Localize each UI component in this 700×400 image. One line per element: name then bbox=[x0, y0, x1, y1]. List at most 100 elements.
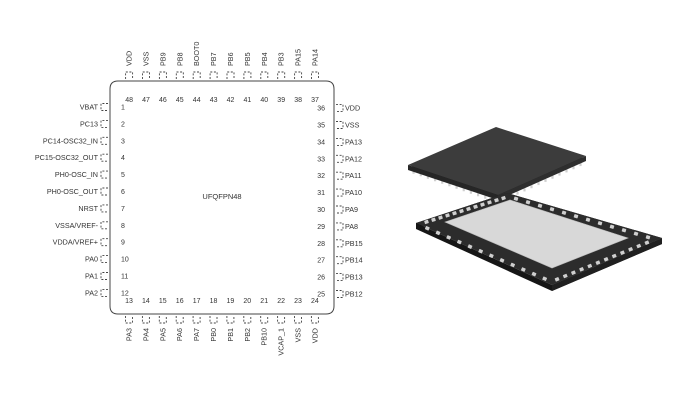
package-pad bbox=[571, 270, 576, 275]
package-bottom-view bbox=[416, 193, 662, 291]
pin-number: 9 bbox=[121, 240, 125, 247]
pin-number: 26 bbox=[317, 275, 325, 282]
package-pad bbox=[561, 210, 567, 215]
pin-pad bbox=[336, 290, 344, 298]
package-pad bbox=[501, 195, 506, 201]
pin-number: 22 bbox=[277, 298, 285, 305]
chip-body-outline bbox=[109, 80, 335, 315]
package-pad bbox=[438, 215, 443, 220]
package-top-edge-right bbox=[498, 156, 586, 200]
pin-right: PA13 34 bbox=[317, 137, 362, 146]
package-pad bbox=[620, 250, 625, 255]
pin-number: 5 bbox=[121, 172, 125, 179]
pin-pad bbox=[336, 256, 344, 265]
pin-number: 34 bbox=[317, 139, 325, 146]
pin-number: 24 bbox=[311, 298, 319, 305]
pin-pad bbox=[336, 154, 344, 163]
pin-label: PA12 bbox=[345, 154, 362, 163]
pin-number: 28 bbox=[317, 241, 325, 248]
pin-pad bbox=[192, 316, 201, 324]
pin-pad bbox=[336, 137, 344, 146]
pin-pad bbox=[294, 71, 303, 79]
pin-number: 8 bbox=[121, 223, 125, 230]
package-pad bbox=[456, 239, 462, 245]
package-pad bbox=[645, 235, 651, 240]
pin-label: VSSA/VREF- bbox=[55, 221, 98, 230]
pin-pad bbox=[294, 316, 302, 324]
package-lead bbox=[484, 195, 487, 199]
pin-pad bbox=[336, 239, 344, 248]
pin-label: PA8 bbox=[345, 222, 358, 231]
package-lead bbox=[476, 193, 480, 197]
pin-pad bbox=[336, 171, 344, 180]
pin-pad bbox=[336, 222, 344, 231]
package-pad bbox=[562, 273, 568, 279]
package-lead bbox=[433, 178, 437, 182]
pin-number: 13 bbox=[125, 298, 133, 305]
pin-label: PA13 bbox=[345, 137, 362, 146]
pin-pad bbox=[336, 104, 344, 113]
pin-pad bbox=[100, 136, 108, 145]
pin-pad bbox=[100, 153, 108, 162]
package-lead bbox=[530, 185, 533, 189]
pin-number: 44 bbox=[193, 97, 201, 104]
package-lead bbox=[455, 185, 458, 189]
pin-label: PC14-OSC32_IN bbox=[43, 136, 98, 145]
pin-number: 23 bbox=[294, 298, 302, 305]
pin-label: VSS bbox=[294, 328, 303, 343]
package-pad bbox=[510, 262, 516, 268]
package-lead bbox=[558, 172, 561, 176]
pin-right: PA12 33 bbox=[317, 154, 362, 163]
package-pad bbox=[636, 243, 642, 249]
pin-number: 41 bbox=[244, 97, 252, 104]
pin-number: 12 bbox=[121, 290, 129, 297]
pin-label: VDDA/VREF+ bbox=[53, 238, 98, 247]
pin-number: 31 bbox=[317, 190, 325, 197]
pin-number: 33 bbox=[317, 156, 325, 163]
package-pad bbox=[494, 198, 499, 203]
pins-right: PB1225PB1326PB1427PB1528PA829PA930PA1031… bbox=[317, 104, 362, 299]
pin-pad bbox=[100, 221, 108, 230]
pin-label: PA1 bbox=[85, 272, 98, 281]
pin-pad bbox=[277, 316, 286, 324]
package-lead bbox=[412, 170, 415, 174]
package-lead bbox=[469, 190, 473, 194]
pin-number: 42 bbox=[227, 97, 235, 104]
package-pad bbox=[525, 200, 531, 205]
pins-bottom: 13PA314PA415PA516PA617PA718PB019PB120PB2… bbox=[125, 298, 320, 356]
pin-pad bbox=[260, 71, 269, 79]
pin-label: PA2 bbox=[85, 288, 98, 297]
package-pad bbox=[597, 221, 603, 226]
pin-label: PA3 bbox=[125, 328, 134, 341]
pin-pad bbox=[125, 71, 134, 79]
pin-pad bbox=[243, 71, 252, 79]
pin-pad bbox=[311, 71, 319, 79]
package-lead bbox=[462, 188, 465, 192]
pin-label: VSS bbox=[142, 51, 151, 66]
pin-pad bbox=[209, 71, 218, 79]
pin-number: 32 bbox=[317, 173, 325, 180]
pin-pad bbox=[158, 71, 167, 79]
package-exposed-pad bbox=[444, 199, 629, 269]
pin-pad bbox=[277, 71, 286, 79]
pin-label: VDD bbox=[345, 104, 360, 113]
pin-label: PB3 bbox=[277, 52, 286, 66]
pin-label: PB15 bbox=[345, 239, 363, 248]
pin-pad bbox=[100, 204, 108, 213]
pin-left: PA2 12 bbox=[85, 288, 129, 297]
pin-pad bbox=[192, 71, 201, 79]
